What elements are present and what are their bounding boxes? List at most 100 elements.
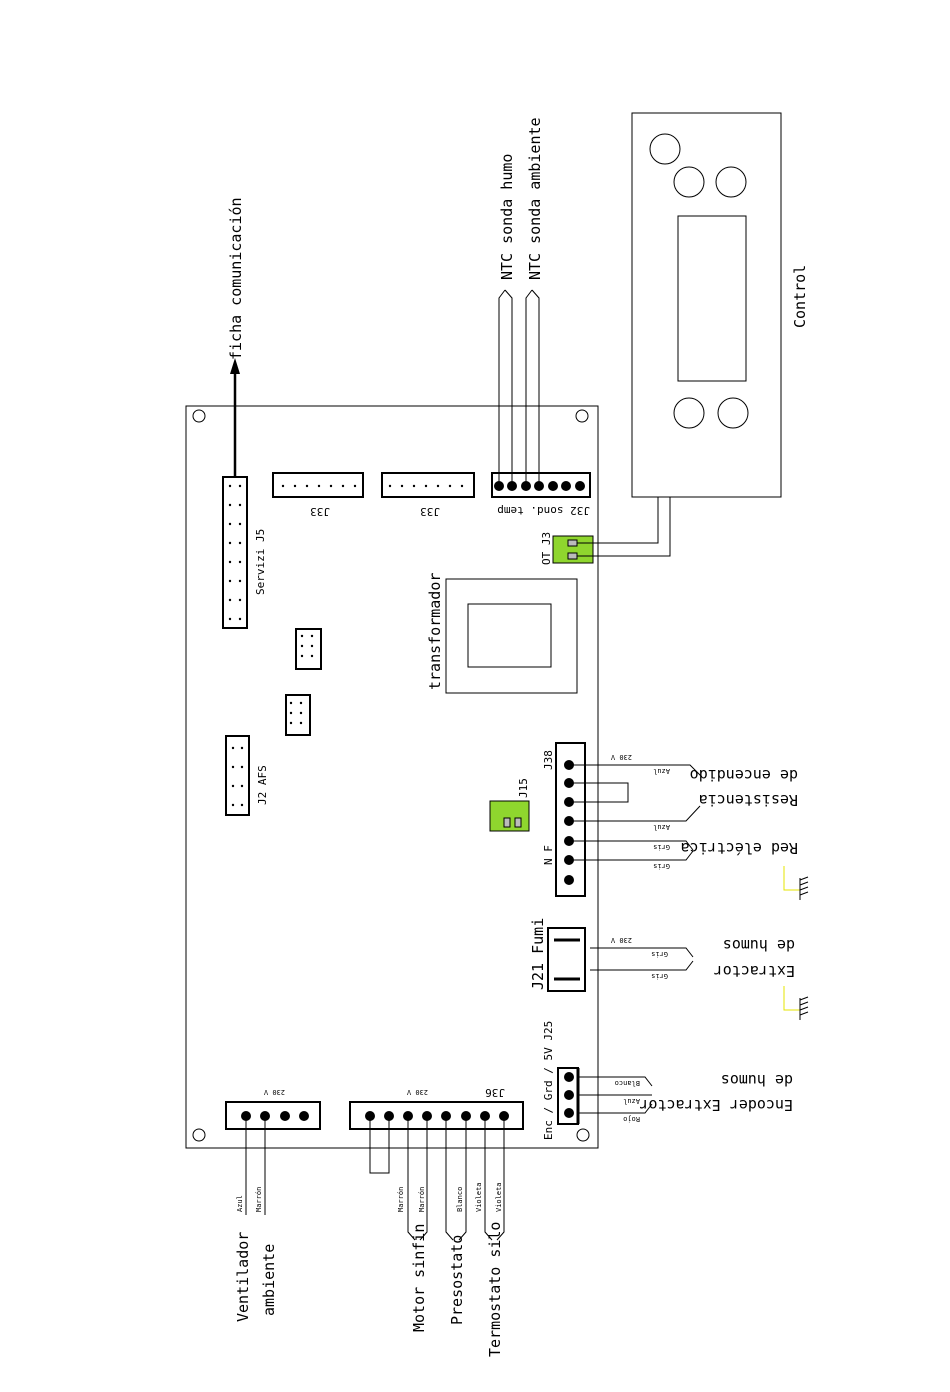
violeta-wire-label: Violeta bbox=[495, 1182, 503, 1212]
ground-icon bbox=[783, 986, 809, 1020]
arrow-up-icon bbox=[230, 358, 240, 374]
control-label: Control bbox=[791, 265, 809, 328]
ot-j3-connector bbox=[552, 535, 594, 564]
j15-label: J15 bbox=[517, 778, 530, 798]
pin bbox=[460, 484, 464, 488]
pin bbox=[238, 598, 242, 602]
red-electrica-label: Red eléctrica bbox=[681, 839, 798, 857]
j21-fumi-label: J21 Fumi bbox=[529, 918, 547, 990]
j32-connector bbox=[491, 472, 591, 498]
azul-wire-label: Azul bbox=[653, 767, 670, 775]
presostato-label: Presostato bbox=[448, 1235, 466, 1325]
encoder-label-line2: de humos bbox=[721, 1071, 793, 1089]
pin bbox=[231, 746, 235, 750]
marron-wire-label: Marrón bbox=[397, 1187, 405, 1212]
j21-wires bbox=[590, 947, 694, 971]
pin bbox=[412, 484, 416, 488]
pin bbox=[240, 765, 244, 769]
pin bbox=[228, 560, 232, 564]
ficha-comunicacion-label: ficha comunicación bbox=[227, 197, 245, 360]
control-button bbox=[673, 397, 705, 429]
pin bbox=[300, 654, 304, 658]
pin bbox=[293, 484, 297, 488]
pin bbox=[388, 484, 392, 488]
pin bbox=[317, 484, 321, 488]
azul-wire-label: Azul bbox=[653, 823, 670, 831]
j2-afs-label: J2 AFS bbox=[256, 765, 269, 805]
ot-j3-label: OT J3 bbox=[540, 532, 553, 565]
j36-connector bbox=[349, 1101, 524, 1130]
j25-label: Enc / Grd / 5V J25 bbox=[542, 1021, 555, 1140]
gris-wire-label: Gris bbox=[651, 950, 668, 958]
ground-icon bbox=[783, 866, 809, 900]
j15-connector bbox=[489, 800, 530, 832]
servizi-j5-connector bbox=[222, 476, 248, 629]
pin bbox=[238, 617, 242, 621]
j38-label: J38 bbox=[542, 750, 555, 770]
pin bbox=[436, 484, 440, 488]
j36-label: J36 bbox=[485, 1086, 505, 1099]
motor-sinfin-label: Motor sinfin bbox=[410, 1224, 428, 1332]
j32-label: J32 sond. temp bbox=[497, 504, 590, 517]
extractor-label-line2: de humos bbox=[723, 936, 795, 954]
encoder-label-line1: Encoder Extractor bbox=[639, 1096, 793, 1114]
pin bbox=[305, 484, 309, 488]
j2-afs-connector bbox=[225, 735, 250, 816]
pin bbox=[299, 721, 303, 725]
pin bbox=[289, 721, 293, 725]
servizi-j5-label: Servizi J5 bbox=[254, 529, 267, 595]
j25-connector bbox=[557, 1067, 580, 1125]
pin bbox=[231, 784, 235, 788]
control-board bbox=[185, 405, 599, 1149]
pin bbox=[228, 522, 232, 526]
pin bbox=[310, 644, 314, 648]
pin bbox=[238, 484, 242, 488]
j33-connector-2 bbox=[381, 472, 475, 498]
j33-label-1: J33 bbox=[310, 505, 330, 518]
ventilador-connector bbox=[225, 1101, 321, 1130]
small-connector-1 bbox=[295, 628, 322, 670]
blanco-wire-label: Blanco bbox=[456, 1187, 464, 1212]
pin bbox=[231, 765, 235, 769]
small-connector-2 bbox=[285, 694, 311, 736]
230v-j36-label: 230 V bbox=[406, 1088, 428, 1096]
rojo-wire-label: Rojo bbox=[623, 1115, 640, 1123]
mounting-holes bbox=[192, 409, 590, 1142]
j21-fumi-connector bbox=[547, 927, 586, 992]
control-button bbox=[717, 397, 749, 429]
pin bbox=[424, 484, 428, 488]
j25-wires bbox=[578, 1076, 653, 1114]
pin bbox=[228, 598, 232, 602]
pin bbox=[310, 654, 314, 658]
pin bbox=[448, 484, 452, 488]
ventilador-wires bbox=[245, 1116, 266, 1215]
pin bbox=[300, 634, 304, 638]
230v-vent-label: 230 V bbox=[263, 1088, 285, 1096]
control-panel bbox=[631, 112, 782, 498]
gris-wire-label: Gris bbox=[653, 862, 670, 870]
pin bbox=[238, 503, 242, 507]
pin bbox=[228, 579, 232, 583]
pin bbox=[329, 484, 333, 488]
j33-label-2: J33 bbox=[420, 505, 440, 518]
j38-wires bbox=[569, 764, 703, 861]
pin bbox=[240, 803, 244, 807]
azul-wire-label: Azul bbox=[623, 1097, 640, 1105]
ventilador-label-line2: ambiente bbox=[260, 1244, 278, 1316]
pin bbox=[281, 484, 285, 488]
resistencia-label-line2: de encendido bbox=[690, 766, 798, 784]
pin bbox=[238, 560, 242, 564]
pin bbox=[228, 503, 232, 507]
j33-connector-1 bbox=[272, 472, 364, 498]
pin bbox=[299, 711, 303, 715]
pin bbox=[353, 484, 357, 488]
marron-wire-label: Marrón bbox=[255, 1187, 263, 1212]
pin bbox=[238, 522, 242, 526]
gris-wire-label: Gris bbox=[653, 843, 670, 851]
pin bbox=[228, 484, 232, 488]
pin bbox=[341, 484, 345, 488]
230v-j38-label: 230 V bbox=[610, 753, 632, 761]
ntc-sonda-ambiente-label: NTC sonda ambiente bbox=[526, 117, 544, 280]
resistencia-label-line1: Resistencia bbox=[699, 791, 798, 809]
